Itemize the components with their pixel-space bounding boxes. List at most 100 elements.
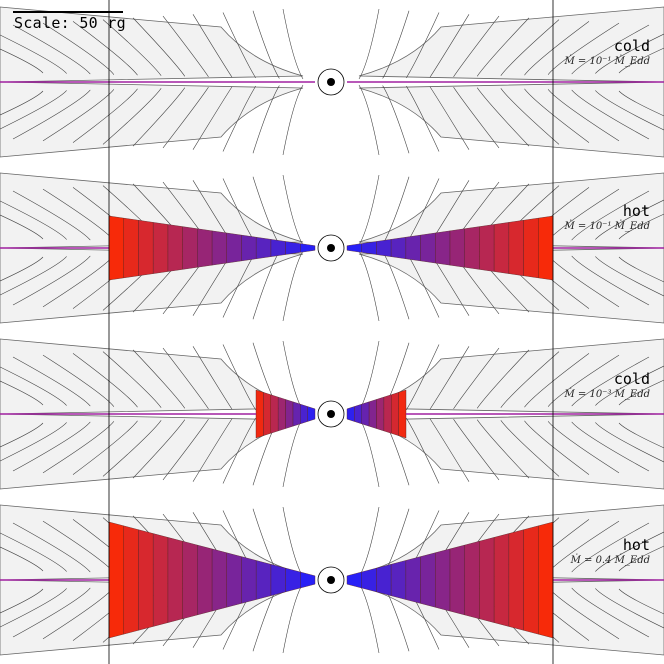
streamline-1-ld-10	[0, 90, 67, 130]
streamline-3-lu-3	[192, 346, 233, 410]
streamline-1-ru-11	[618, 47, 664, 74]
panel-3-rate: Ṁ = 10⁻³ Ṁ_Edd	[564, 389, 650, 400]
hot-flow-band-2-left-10	[152, 222, 169, 274]
outflow-wing-2-right-upper	[358, 172, 664, 249]
streamline-3-lu-4	[162, 347, 209, 409]
hot-flow-band-4-left-9	[167, 537, 183, 623]
streamline-1-rd-4	[453, 87, 500, 149]
streamline-3-ru-4	[453, 347, 500, 409]
streamline-3-rd-5	[476, 419, 530, 479]
streamline-2-rd-11	[618, 256, 664, 283]
streamline-1-lu-8	[42, 22, 115, 75]
outflow-wing-1-left-upper	[0, 6, 304, 83]
hot-flow-band-2-left-5	[226, 232, 242, 264]
hot-flow-band-4-right-7	[449, 544, 465, 616]
streamline-3-ld-2	[222, 417, 256, 484]
hot-flow-band-4-left-10	[152, 533, 169, 627]
hot-flow-band-4-right-1	[361, 567, 377, 593]
hot-flow-band-3-left-1	[300, 403, 308, 425]
streamline-1-rd-7	[524, 88, 590, 143]
hot-flow-band-2-right-12	[523, 217, 539, 279]
streamline-1-ld-6	[102, 88, 162, 145]
panel-2-rate: Ṁ = 10⁻¹ Ṁ_Edd	[564, 221, 650, 232]
streamline-1-rd-8	[547, 89, 620, 142]
streamline-1-ld-7	[72, 88, 138, 143]
streamline-1-rd-6	[500, 88, 560, 145]
streamline-4-lu-0	[282, 506, 304, 578]
hot-flow-band-3-right-2	[361, 401, 370, 427]
hot-flow-band-4-left-8	[182, 540, 198, 620]
hot-flow-band-3-left-5	[270, 394, 279, 434]
streamline-3-rd-3	[429, 418, 470, 482]
hot-flow-band-2-left-9	[167, 224, 183, 272]
streamline-1-ru-1	[382, 10, 410, 79]
streamline-3-lu-2	[222, 344, 256, 411]
streamline-2-ru-11	[618, 213, 664, 240]
streamline-1-ld-5	[132, 87, 186, 147]
hot-flow-band-4-right-2	[376, 564, 392, 596]
hot-flow-band-4-left-0	[300, 571, 316, 589]
streamline-1-ru-5	[476, 17, 530, 77]
streamline-3-rd-4	[453, 419, 500, 481]
panel-label-1: cold Ṁ = 10⁻¹ Ṁ_Edd	[564, 37, 650, 69]
streamline-3-rd-2	[406, 417, 440, 484]
streamline-3-ld-4	[162, 419, 209, 481]
streamline-4-rd-9	[571, 587, 650, 638]
streamline-2-ld-11	[0, 256, 44, 282]
streamline-3-rd-7	[524, 420, 590, 475]
streamline-2-rd-10	[595, 256, 664, 297]
streamline-3-ru-2	[406, 344, 440, 411]
streamline-3-ld-5	[132, 419, 186, 479]
streamline-1-lu-1	[252, 10, 280, 79]
hot-flow-band-3-left-6	[263, 392, 271, 436]
streamline-2-ru-0	[358, 174, 380, 246]
hot-flow-band-2-right-6	[435, 230, 451, 266]
streamline-3-ru-10	[595, 365, 664, 406]
streamline-1-rd-0	[358, 84, 380, 156]
streamline-3-rd-10	[595, 422, 664, 463]
hot-flow-band-3-right-3	[368, 399, 377, 429]
streamline-3-lu-9	[12, 356, 91, 407]
streamline-4-ld-0	[282, 582, 304, 654]
streamline-1-rd-11	[618, 90, 664, 117]
streamline-3-ld-3	[192, 418, 233, 482]
streamline-1-ru-3	[429, 14, 470, 78]
streamline-3-ru-11	[618, 379, 664, 406]
outflow-wing-2-left-upper	[0, 172, 304, 249]
streamline-1-rd-3	[429, 86, 470, 150]
panel-3-state: cold	[613, 370, 650, 388]
streamline-4-lu-10	[0, 532, 67, 572]
streamline-3-lu-8	[42, 354, 115, 407]
panel-label-3: cold Ṁ = 10⁻³ Ṁ_Edd	[564, 370, 650, 402]
hot-flow-band-4-left-12	[123, 525, 139, 635]
hot-flow-band-4-right-13	[538, 521, 554, 639]
outflow-wing-2-right-lower	[358, 247, 664, 324]
streamline-1-ru-10	[595, 33, 664, 74]
streamline-1-ru-2	[406, 12, 440, 79]
hot-flow-band-2-right-4	[405, 234, 421, 262]
streamline-4-ld-10	[0, 588, 67, 628]
streamline-1-ru-0	[358, 8, 380, 80]
hot-flow-band-2-right-13	[538, 215, 554, 281]
hot-flow-band-2-right-5	[420, 232, 436, 264]
hot-flow-band-4-left-11	[138, 529, 154, 631]
streamline-1-ru-9	[571, 24, 650, 75]
streamline-3-rd-8	[547, 421, 620, 474]
hot-flow-band-2-right-8	[464, 226, 480, 270]
hot-flow-band-3-right-4	[376, 396, 385, 432]
panel-4-rate: Ṁ = 0.4 Ṁ_Edd	[570, 555, 650, 566]
outflow-wing-2-left-lower	[0, 247, 304, 324]
panel-1-state: cold	[613, 37, 650, 55]
black-hole-2	[327, 244, 335, 252]
streamline-1-rd-1	[382, 85, 410, 154]
streamline-3-ld-6	[102, 420, 162, 477]
streamline-1-ld-2	[222, 85, 256, 152]
streamline-2-ru-10	[595, 199, 664, 240]
hot-flow-band-2-left-12	[123, 217, 139, 279]
streamline-2-lu-10	[0, 200, 67, 240]
hot-flow-band-4-right-3	[390, 560, 407, 600]
streamline-4-lu-11	[0, 546, 44, 572]
streamline-3-lu-5	[132, 349, 186, 409]
streamline-1-ru-4	[453, 15, 500, 77]
hot-flow-band-4-left-6	[211, 548, 227, 612]
